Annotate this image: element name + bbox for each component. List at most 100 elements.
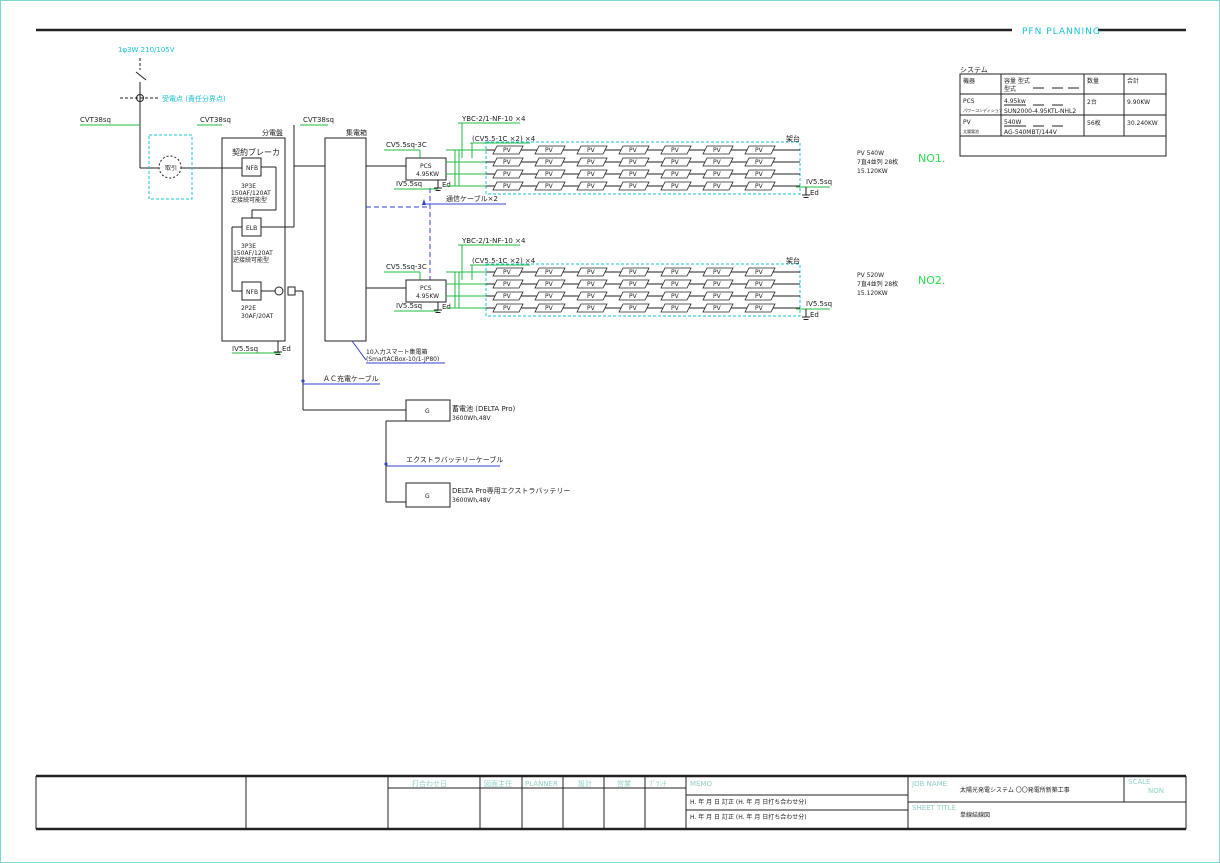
pv-module-label: PV (713, 305, 722, 312)
pcs-box (405, 279, 447, 303)
pv-module-label: PV (629, 281, 638, 288)
pv-module-label: PV (629, 305, 638, 312)
row1-device: PCS (963, 98, 975, 105)
pv-module: PV (744, 169, 776, 179)
extra-battery-box (405, 482, 451, 508)
panel-box (221, 137, 286, 342)
pv-module: PV (660, 169, 692, 179)
pv-module: PV (576, 145, 608, 155)
supply-label: 1φ3W 210/105V (118, 46, 175, 54)
pcs-label: PCS (420, 285, 432, 292)
pcs-label: PCS (420, 163, 432, 170)
pv-module: PV (576, 267, 608, 277)
nfb1-spec3: 逆接続可能型 (231, 196, 267, 204)
pv-module: PV (702, 267, 734, 277)
pv-info-line: 15.120KW (857, 290, 888, 297)
rack-ground-label: Ed (810, 311, 819, 319)
extra-battery-spec: 3600Wh,48V (452, 497, 492, 504)
row2-capacity: 540W (1004, 119, 1021, 126)
pv-module-label: PV (755, 147, 764, 154)
battery-box (405, 399, 451, 422)
pv-module-label: PV (587, 171, 596, 178)
rack-label: 架台 (786, 256, 800, 265)
tb-branch: ﾌﾞﾗﾝﾁ (649, 780, 667, 788)
row1-model: SUN2000-4.95KTL-NHL2 (1004, 108, 1076, 115)
pv-info-line: 7直4並列 28枚 (857, 158, 898, 166)
string-cable-label: (CV5.5-1C ×2) ×4 (472, 257, 536, 265)
th-device: 機器 (963, 77, 975, 85)
elb-spec1: 3P3E (241, 243, 256, 250)
pv-module: PV (744, 145, 776, 155)
pv-module-label: PV (671, 293, 680, 300)
pv-module: PV (492, 181, 524, 191)
th-total: 合計 (1127, 77, 1139, 85)
pv-module-label: PV (713, 159, 722, 166)
pv-info-line: PV 520W (857, 272, 884, 279)
pv-module: PV (660, 279, 692, 289)
tb-sales: 営業 (617, 779, 631, 788)
tb-memo-row-1: H. 年 月 日 訂正 (H. 年 月 日打ち合わせ分) (690, 798, 807, 806)
pv-module-label: PV (587, 281, 596, 288)
service-entrance: 1φ3W 210/105V 受電点 (責任分界点) CVT38sq 取引 CVT… (80, 46, 231, 200)
pv-module: PV (702, 157, 734, 167)
pv-module-label: PV (629, 293, 638, 300)
pv-module: PV (618, 303, 650, 313)
ybc-label: YBC-2/1-NF-10 ×4 (461, 115, 526, 123)
tb-sheet-title: 単線結線図 (960, 811, 990, 819)
pv-module: PV (618, 279, 650, 289)
pv-module-label: PV (671, 269, 680, 276)
pv-module-label: PV (755, 269, 764, 276)
pv-module-label: PV (503, 281, 512, 288)
row1-total: 9.90KW (1127, 99, 1150, 106)
feed-cable-label: CV5.5sq-3C (386, 263, 427, 271)
pv-module: PV (576, 279, 608, 289)
pv-module-label: PV (503, 183, 512, 190)
pv-info-line: 7直4並列 28枚 (857, 280, 898, 288)
pv-module-label: PV (545, 183, 554, 190)
pv-module: PV (576, 181, 608, 191)
pv-module-label: PV (587, 147, 596, 154)
cable-to-combiner-label: CVT38sq (303, 116, 334, 124)
pv-module: PV (660, 181, 692, 191)
combiner-note2: (SmartACBox-10/1-JP80) (366, 356, 439, 363)
rack-ground-cable: IV5.5sq (806, 178, 832, 186)
pv-module: PV (492, 303, 524, 313)
pv-module-label: PV (629, 147, 638, 154)
pcs-rating: 4.95KW (416, 171, 439, 178)
elb-spec2: 150AF/120AT (233, 250, 273, 257)
pv-module-label: PV (629, 171, 638, 178)
elb-spec3: 逆接続可能型 (233, 256, 269, 264)
pcs-ground-label: Ed (442, 181, 451, 189)
pv-module: PV (744, 291, 776, 301)
tb-memo-label: MEMO (690, 780, 713, 788)
panel-title: 分電盤 (262, 128, 283, 137)
pv-module: PV (534, 145, 566, 155)
pv-module: PV (576, 303, 608, 313)
pv-module: PV (702, 169, 734, 179)
title-block: 打合わせ日 図面主任 PLANNER 設計 営業 ﾌﾞﾗﾝﾁ MEMO H. 年… (35, 774, 1187, 831)
pv-module-label: PV (713, 269, 722, 276)
battery-name: 蓄電池 (DELTA Pro) (452, 404, 516, 413)
pv-module-label: PV (755, 159, 764, 166)
pcs-ground-label: Ed (442, 303, 451, 311)
th-qty: 数量 (1087, 77, 1099, 85)
pv-module-label: PV (587, 305, 596, 312)
nfb2-spec1: 2P2E (241, 305, 256, 312)
pv-module: PV (702, 303, 734, 313)
row2-device: PV (963, 119, 972, 126)
pv-module-label: PV (671, 281, 680, 288)
panel-to-combiner: CVT38sq (293, 116, 334, 227)
pv-module-label: PV (503, 171, 512, 178)
pv-module-label: PV (671, 147, 680, 154)
pv-module: PV (702, 145, 734, 155)
pv-module-label: PV (545, 159, 554, 166)
pv-module-label: PV (629, 159, 638, 166)
system-number: NO1. (918, 152, 945, 165)
row1-capacity: 4.95kw (1004, 98, 1026, 105)
pv-module-label: PV (755, 293, 764, 300)
meter-enclosure (148, 134, 193, 200)
tb-scale-label: SCALE (1128, 778, 1150, 786)
pv-module: PV (618, 169, 650, 179)
